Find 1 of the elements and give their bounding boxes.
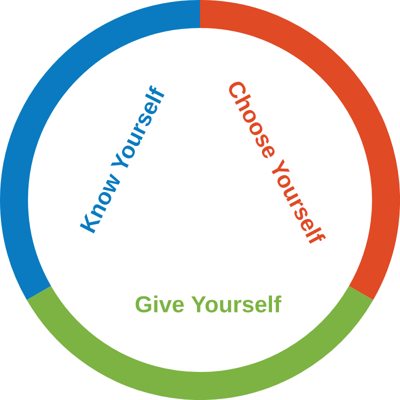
ring-label: Give Yourself xyxy=(136,296,282,312)
